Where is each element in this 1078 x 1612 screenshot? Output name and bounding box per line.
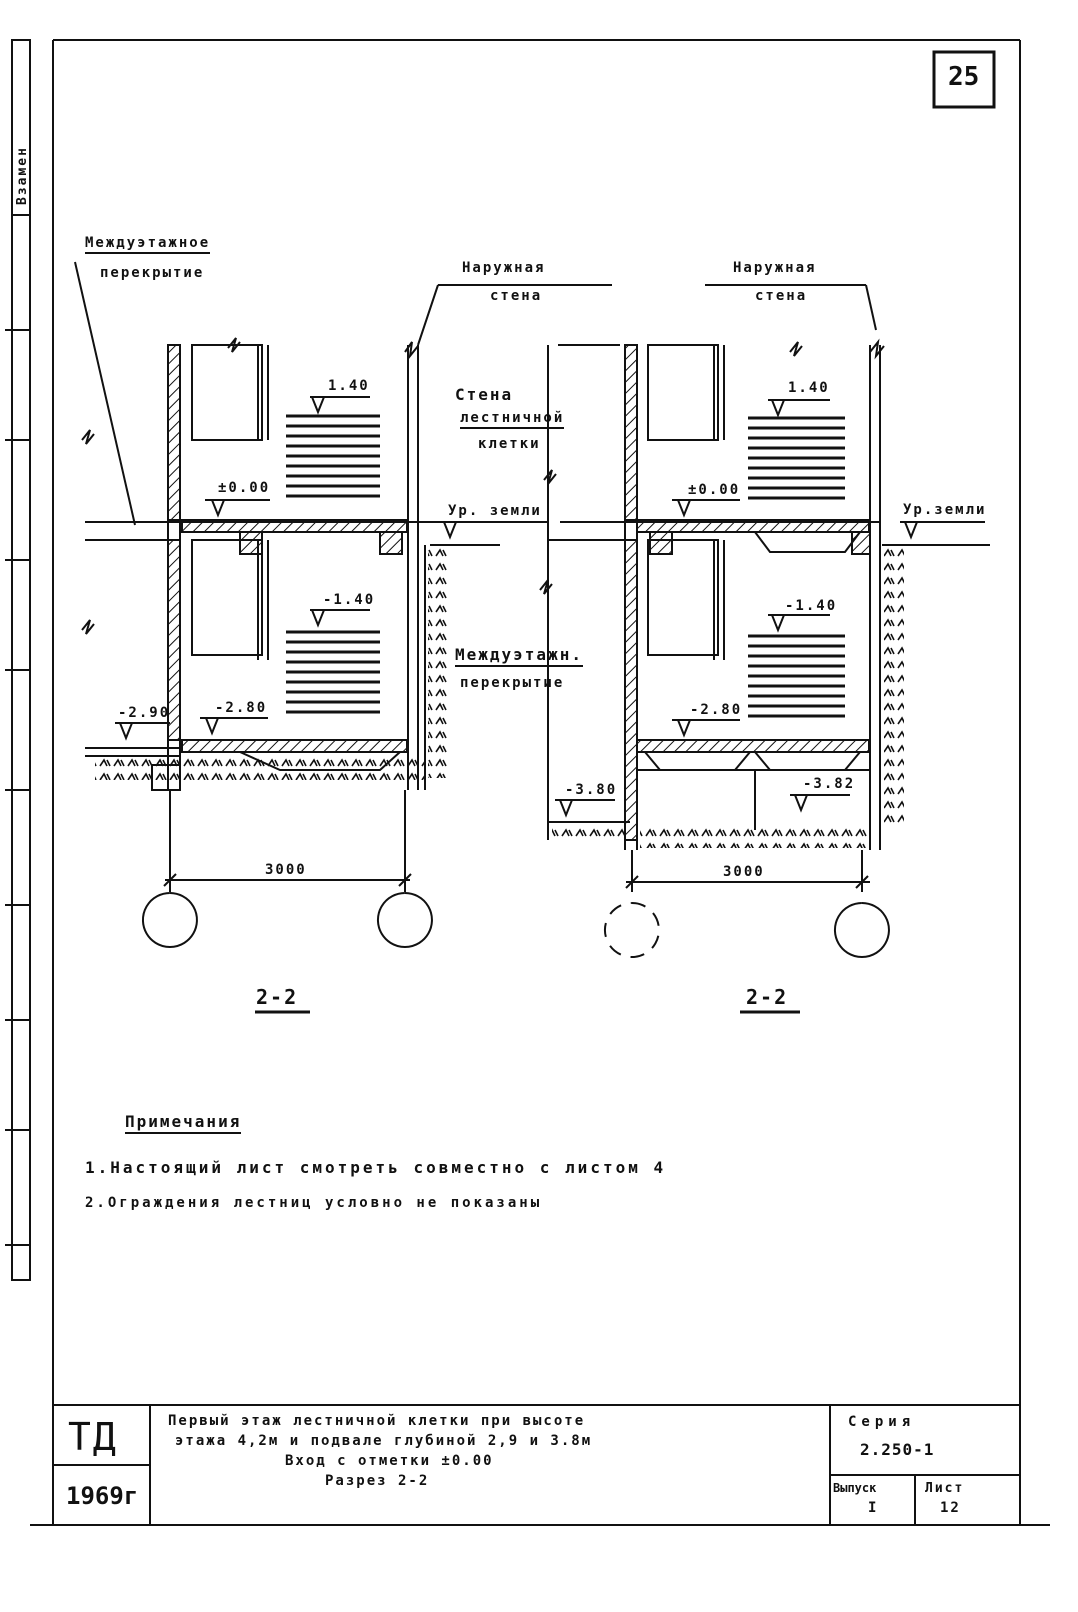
left-callout-wall-2: стена — [490, 288, 543, 304]
floor-slab-label-1: Междуэтажн. — [455, 645, 583, 667]
left-section-title: 2-2 — [256, 985, 299, 1009]
stair-wall-label-3: клетки — [478, 436, 541, 452]
stair-wall-label-1: Стена — [455, 385, 514, 404]
right-mark-ground: Ур.земли — [903, 502, 987, 518]
issue-label: Выпуск — [833, 1481, 877, 1495]
right-callout-wall-1: Наружная — [733, 260, 817, 276]
right-mark-base-left: -3.80 — [565, 782, 618, 798]
sheet-value: 12 — [940, 1500, 961, 1516]
title-line-3: Вход с отметки ±0.00 — [285, 1453, 494, 1469]
right-stair-upper — [748, 416, 845, 500]
notes-line-2: 2.Ограждения лестниц условно не показаны — [85, 1195, 543, 1211]
right-mark-floor: ±0.00 — [688, 482, 741, 498]
right-section-title: 2-2 — [746, 985, 789, 1009]
left-callout-slab-2: перекрытие — [100, 265, 205, 281]
stair-wall-label-2: лестничной — [460, 410, 565, 429]
right-dimension — [603, 850, 890, 958]
left-mark-lower: -1.40 — [323, 592, 376, 608]
right-stair-lower — [748, 634, 845, 718]
right-section-drawing — [539, 338, 990, 850]
title-line-4: Разрез 2-2 — [325, 1473, 430, 1489]
left-stair-upper — [286, 414, 380, 498]
left-dimension-label: 3000 — [265, 862, 307, 878]
right-callout-wall-2: стена — [755, 288, 808, 304]
left-mark-base: -2.90 — [118, 705, 171, 721]
left-stair-lower — [286, 630, 380, 714]
right-mark-lower: -1.40 — [785, 598, 838, 614]
left-callout-slab-1: Междуэтажное — [85, 235, 211, 254]
left-leaders — [74, 261, 612, 741]
left-mark-floor: ±0.00 — [218, 480, 271, 496]
floor-slab-label-2: перекрытие — [460, 675, 565, 691]
left-mark-ground: Ур. земли — [448, 503, 542, 519]
title-block-lines — [53, 1404, 1020, 1525]
left-dimension — [141, 790, 433, 948]
page-number-box — [932, 50, 996, 109]
left-mark-upper: 1.40 — [328, 378, 370, 394]
series-value: 2.250-1 — [860, 1440, 935, 1459]
title-block-year: 1969г — [66, 1482, 139, 1510]
title-line-2: этажа 4,2м и подвале глубиной 2,9 и 3.8м — [175, 1433, 593, 1449]
margin-stamp: Взамен — [15, 146, 30, 205]
title-line-1: Первый этаж лестничной клетки при высоте — [168, 1413, 586, 1429]
right-mark-upper: 1.40 — [788, 380, 830, 396]
notes-heading: Примечания — [125, 1112, 242, 1134]
right-dimension-label: 3000 — [723, 864, 765, 880]
right-leaders — [555, 284, 985, 818]
issue-value: I — [868, 1500, 879, 1516]
margin-strip — [5, 39, 31, 1281]
title-block-logo: ТД — [68, 1415, 118, 1459]
series-label: Серия — [848, 1414, 916, 1430]
left-callout-wall-1: Наружная — [462, 260, 546, 276]
left-mark-landing: -2.80 — [215, 700, 268, 716]
sheet-label: Лист — [925, 1481, 965, 1496]
right-mark-landing: -2.80 — [690, 702, 743, 718]
page-number: 25 — [948, 62, 980, 92]
notes-line-1: 1.Настоящий лист смотреть совместно с ли… — [85, 1158, 667, 1177]
left-section-drawing — [81, 337, 500, 791]
right-mark-base-right: -3.82 — [803, 776, 856, 792]
